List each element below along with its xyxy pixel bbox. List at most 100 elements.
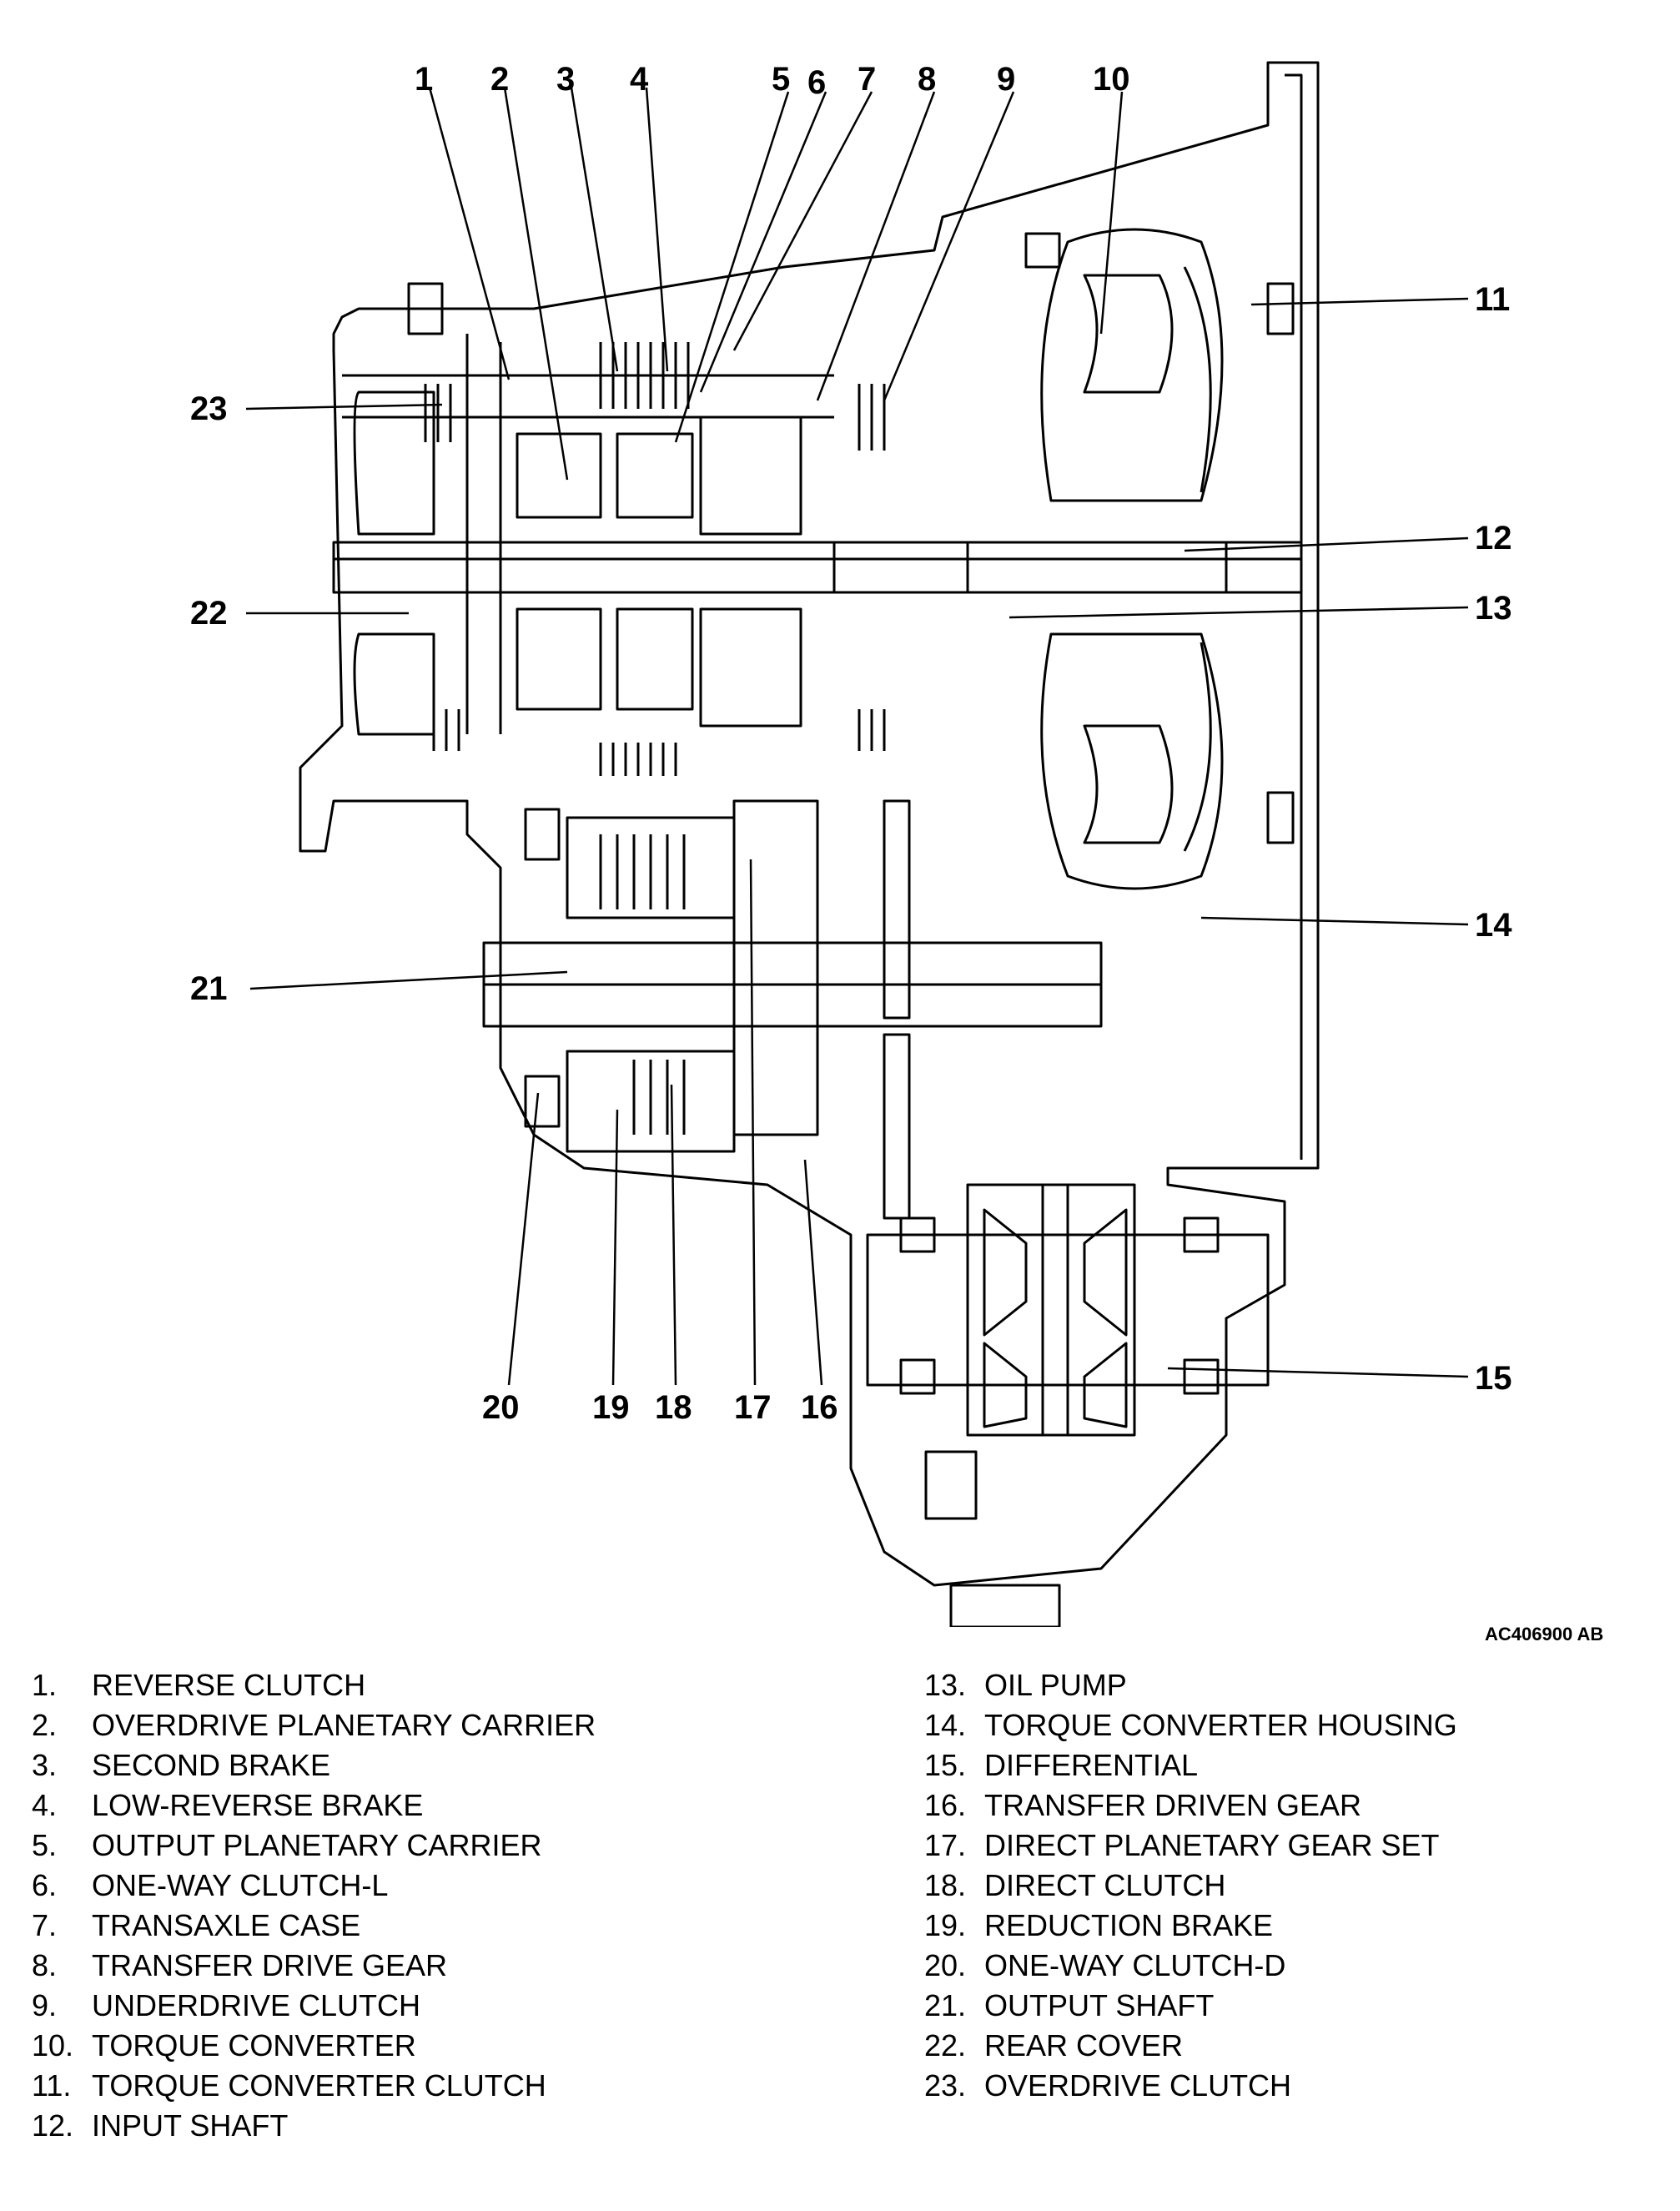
leader-lines — [245, 87, 1469, 1386]
legend-item: 10. TORQUE CONVERTER — [32, 2026, 596, 2066]
legend-label: TORQUE CONVERTER CLUTCH — [92, 2068, 546, 2103]
callout-11: 11 — [1475, 281, 1510, 318]
clutch-pack-lower — [432, 709, 886, 776]
legend-item: 20. ONE-WAY CLUTCH-D — [924, 1946, 1457, 1986]
callout-2: 2 — [490, 61, 509, 98]
legend-item: 18.DIRECT CLUTCH — [924, 1866, 1457, 1906]
legend-number: 7. — [32, 1908, 58, 1942]
transaxle-cross-section-diagram: 1 2 3 4 5 6 7 8 9 10 11 12 13 14 15 16 1… — [190, 61, 1512, 1627]
input-shaft-shape — [332, 541, 1303, 594]
legend-item: 17. DIRECT PLANETARY GEAR SET — [924, 1826, 1457, 1866]
legend-label: UNDERDRIVE CLUTCH — [92, 1988, 421, 2022]
figure-code: AC406900 AB — [1485, 1624, 1604, 1644]
legend-item: 6.ONE-WAY CLUTCH-L — [32, 1866, 596, 1906]
legend-number: 16. — [924, 1788, 967, 1822]
callout-18: 18 — [655, 1389, 692, 1426]
legend-number: 6. — [32, 1868, 58, 1902]
legend-label: TRANSFER DRIVE GEAR — [92, 1948, 448, 1982]
callout-6: 6 — [807, 64, 826, 101]
legend-item: 19.REDUCTION BRAKE — [924, 1906, 1457, 1946]
legend-right: 13.OIL PUMP 14.TORQUE CONVERTER HOUSING … — [924, 1665, 1457, 2106]
legend-number: 11. — [32, 2068, 72, 2103]
legend-item: 13. OIL PUMP — [924, 1665, 1457, 1705]
legend-item: 5. OUTPUT PLANETARY CARRIER — [32, 1826, 596, 1866]
legend-item: 23. OVERDRIVE CLUTCH — [924, 2066, 1457, 2106]
legend-number: 20. — [924, 1948, 967, 1982]
legend-label: TORQUE CONVERTER HOUSING — [984, 1708, 1457, 1742]
callout-12: 12 — [1475, 520, 1512, 557]
legend-item: 2. OVERDRIVE PLANETARY CARRIER — [32, 1705, 596, 1745]
callout-16: 16 — [801, 1389, 838, 1426]
legend-item: 14. TORQUE CONVERTER HOUSING — [924, 1705, 1457, 1745]
legend-number: 15. — [924, 1748, 967, 1782]
legend-number: 2. — [32, 1708, 58, 1742]
clutch-pack-upper — [424, 342, 886, 451]
legend-number: 12. — [32, 2108, 74, 2143]
legend-number: 9. — [32, 1988, 58, 2022]
legend-number: 4. — [32, 1788, 58, 1822]
legend-number: 1. — [32, 1668, 58, 1702]
legend-number: 22. — [924, 2028, 967, 2062]
legend-label: REAR COVER — [984, 2028, 1184, 2062]
legend-label: OUTPUT PLANETARY CARRIER — [92, 1828, 542, 1862]
callout-labels: 1 2 3 4 5 6 7 8 9 10 11 12 13 14 15 16 1… — [190, 61, 1512, 1426]
legend-item: 1.REVERSE CLUTCH — [32, 1665, 596, 1705]
legend-number: 23. — [924, 2068, 967, 2103]
legend-item: 11. TORQUE CONVERTER CLUTCH — [32, 2066, 596, 2106]
legend-left: 1.REVERSE CLUTCH 2. OVERDRIVE PLANETARY C… — [32, 1665, 596, 2146]
legend-number: 14. — [924, 1708, 967, 1742]
legend-number: 17. — [924, 1828, 967, 1862]
legend-item: 21. OUTPUT SHAFT — [924, 1986, 1457, 2026]
legend-item: 4. LOW-REVERSE BRAKE — [32, 1785, 596, 1826]
legend-label: TRANSAXLE CASE — [92, 1908, 361, 1942]
legend-label: TRANSFER DRIVEN GEAR — [984, 1788, 1362, 1822]
callout-14: 14 — [1475, 907, 1512, 944]
legend-label: TORQUE CONVERTER — [92, 2028, 416, 2062]
legend-number: 10. — [32, 2028, 74, 2062]
callout-22: 22 — [190, 595, 228, 632]
callout-7: 7 — [858, 61, 876, 98]
callout-13: 13 — [1475, 590, 1512, 627]
legend-label: DIRECT PLANETARY GEAR SET — [984, 1828, 1440, 1862]
torque-converter-shape — [1040, 228, 1224, 890]
legend-label: OVERDRIVE PLANETARY CARRIER — [92, 1708, 596, 1742]
legend-label: SECOND BRAKE — [92, 1748, 331, 1782]
legend-item: 15. DIFFERENTIAL — [924, 1745, 1457, 1785]
legend-number: 5. — [32, 1828, 58, 1862]
legend-label: OVERDRIVE CLUTCH — [984, 2068, 1292, 2103]
callout-20: 20 — [482, 1389, 520, 1426]
callout-4: 4 — [630, 61, 649, 98]
legend-label: INPUT SHAFT — [92, 2108, 289, 2143]
legend-label: OUTPUT SHAFT — [984, 1988, 1215, 2022]
callout-8: 8 — [918, 61, 936, 98]
housing-outline — [299, 61, 1320, 1587]
callout-21: 21 — [190, 970, 228, 1007]
legend-number: 3. — [32, 1748, 58, 1782]
callout-10: 10 — [1093, 61, 1130, 98]
legend-item: 7. TRANSAXLE CASE — [32, 1906, 596, 1946]
legend-label: LOW-REVERSE BRAKE — [92, 1788, 424, 1822]
legend-item: 3. SECOND BRAKE — [32, 1745, 596, 1785]
legend-label: ONE-WAY CLUTCH-D — [984, 1948, 1286, 1982]
callout-1: 1 — [415, 61, 433, 98]
callout-23: 23 — [190, 390, 228, 427]
callout-3: 3 — [556, 61, 575, 98]
legend-number: 13. — [924, 1668, 967, 1702]
legend-number: 19. — [924, 1908, 967, 1942]
callout-5: 5 — [772, 61, 790, 98]
legend-number: 8. — [32, 1948, 58, 1982]
callout-15: 15 — [1475, 1360, 1512, 1397]
callout-17: 17 — [734, 1389, 772, 1426]
legend-item: 16. TRANSFER DRIVEN GEAR — [924, 1785, 1457, 1826]
legend-label: OIL PUMP — [984, 1668, 1127, 1702]
legend-item: 9. UNDERDRIVE CLUTCH — [32, 1986, 596, 2026]
legend-label: DIFFERENTIAL — [984, 1748, 1199, 1782]
legend-item: 22. REAR COVER — [924, 2026, 1457, 2066]
differential-shape — [866, 1183, 1270, 1437]
callout-9: 9 — [997, 61, 1015, 98]
legend-number: 21. — [924, 1988, 967, 2022]
legend-number: 18. — [924, 1868, 967, 1902]
legend-item: 12. INPUT SHAFT — [32, 2106, 596, 2146]
legend-item: 8. TRANSFER DRIVE GEAR — [32, 1946, 596, 1986]
callout-19: 19 — [592, 1389, 630, 1426]
